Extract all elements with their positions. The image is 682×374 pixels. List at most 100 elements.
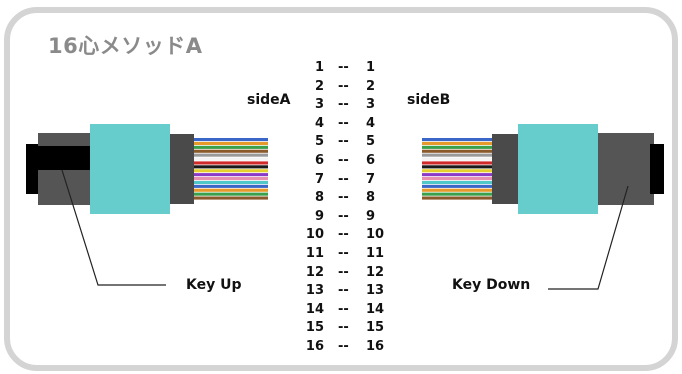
fiber-map-row: 12 -- 12 <box>300 265 390 280</box>
fiber-number-side-a: 14 <box>305 301 324 317</box>
fiber-strand <box>422 138 492 142</box>
fiber-map-row: 3 -- 3 <box>300 97 390 112</box>
fiber-map-separator: -- <box>338 227 349 243</box>
fiber-map-separator: -- <box>338 264 349 280</box>
fiber-strand <box>422 145 492 149</box>
fiber-strand <box>422 153 492 157</box>
fiber-strand <box>194 196 268 200</box>
fiber-map-row: 13 -- 13 <box>300 283 390 298</box>
fiber-number-side-b: 10 <box>366 227 385 243</box>
fiber-number-side-a: 16 <box>305 339 324 354</box>
fiber-map-separator: -- <box>338 97 349 113</box>
fiber-strand <box>194 145 268 149</box>
fiber-number-side-a: 13 <box>305 283 324 299</box>
fiber-number-side-a: 4 <box>314 115 324 131</box>
side-a-housing <box>170 134 194 204</box>
fiber-number-side-b: 7 <box>366 171 376 187</box>
fiber-number-side-a: 2 <box>314 78 324 94</box>
fiber-strand <box>422 177 492 181</box>
fiber-map-row: 2--2 <box>300 79 390 94</box>
side-b-housing <box>492 134 518 204</box>
key-down-leader-line <box>548 185 629 290</box>
fiber-strand <box>422 184 492 188</box>
fiber-strand <box>422 165 492 169</box>
fiber-number-side-b: 16 <box>366 339 385 354</box>
fiber-map-separator: -- <box>338 301 349 317</box>
frame-border <box>4 7 678 371</box>
fiber-number-side-a: 15 <box>305 320 324 336</box>
fiber-map-separator: -- <box>338 115 349 131</box>
fiber-map-row: 1--1 <box>300 60 390 75</box>
fiber-number-side-a: 5 <box>314 134 324 150</box>
fiber-strand <box>194 180 268 184</box>
fiber-number-side-a: 12 <box>305 264 324 280</box>
fiber-number-side-a: 3 <box>314 97 324 113</box>
fiber-map-row: 5 -- 5 <box>300 134 390 149</box>
fiber-map-separator: -- <box>338 246 349 261</box>
fiber-number-side-b: 11 <box>366 246 385 261</box>
fiber-number-side-b: 13 <box>366 283 385 299</box>
fiber-strand <box>422 196 492 200</box>
key-up-leader-line <box>61 169 166 286</box>
side-b-end-cap <box>650 144 664 194</box>
fiber-strand <box>194 165 268 169</box>
fiber-number-side-b: 8 <box>366 190 376 206</box>
fiber-number-side-b: 9 <box>366 208 376 224</box>
fiber-map-separator: -- <box>338 283 349 299</box>
fiber-strand <box>194 169 268 173</box>
fiber-map-row: 16 -- 16 <box>300 339 390 354</box>
fiber-map-separator: -- <box>338 171 349 187</box>
fiber-strand <box>422 173 492 177</box>
fiber-number-side-b: 15 <box>366 320 385 336</box>
fiber-map-separator: -- <box>338 134 349 150</box>
fiber-number-side-a: 7 <box>314 171 324 187</box>
key-up-label: Key Up <box>186 277 242 293</box>
side-b-label: sideB <box>407 92 451 108</box>
side-b-connector <box>422 124 664 214</box>
key-down-label: Key Down <box>452 277 531 293</box>
fiber-map-row: 11 -- 11 <box>300 246 390 261</box>
fiber-strand <box>194 141 268 145</box>
fiber-number-side-a: 8 <box>314 190 324 206</box>
fiber-number-side-b: 12 <box>366 264 385 280</box>
side-b-ferrule <box>518 124 598 214</box>
fiber-strand <box>422 192 492 196</box>
fiber-map-row: 9--9 <box>300 209 390 224</box>
fiber-map-separator: -- <box>338 190 349 206</box>
fiber-strand <box>194 138 268 142</box>
fiber-strand <box>194 157 268 161</box>
fiber-strand <box>194 177 268 181</box>
side-a-key-tab <box>38 146 90 170</box>
fiber-number-side-b: 6 <box>366 153 376 168</box>
fiber-strand <box>422 149 492 153</box>
fiber-map-separator: -- <box>338 339 349 354</box>
side-a-label: sideA <box>247 92 291 108</box>
fiber-strand <box>422 169 492 173</box>
fiber-number-side-b: 3 <box>366 97 376 113</box>
fiber-number-side-b: 4 <box>366 115 376 131</box>
fiber-strand <box>422 161 492 165</box>
side-a-ferrule <box>90 124 170 214</box>
side-a-fiber-ribbon <box>194 138 268 200</box>
fiber-map-separator: -- <box>338 60 349 75</box>
fiber-map-row: 10 -- 10 <box>300 227 390 242</box>
side-b-fiber-ribbon <box>422 138 492 200</box>
fiber-map-row: 4 -- 4 <box>300 116 390 131</box>
fiber-number-side-a: 11 <box>305 246 324 261</box>
fiber-strand <box>422 157 492 161</box>
fiber-strand <box>422 188 492 192</box>
fiber-map-separator: -- <box>338 153 349 168</box>
fiber-number-side-a: 10 <box>305 227 324 243</box>
fiber-map-row: 6--6 <box>300 153 390 168</box>
fiber-strand <box>194 192 268 196</box>
side-a-connector <box>26 124 268 214</box>
fiber-strand <box>194 184 268 188</box>
fiber-number-side-a: 9 <box>314 208 324 224</box>
fiber-strand <box>194 149 268 153</box>
fiber-map-row: 8 -- 8 <box>300 190 390 205</box>
fiber-number-side-b: 5 <box>366 134 376 150</box>
fiber-map-separator: -- <box>338 78 349 94</box>
fiber-strand <box>422 141 492 145</box>
fiber-number-side-b: 14 <box>366 301 385 317</box>
